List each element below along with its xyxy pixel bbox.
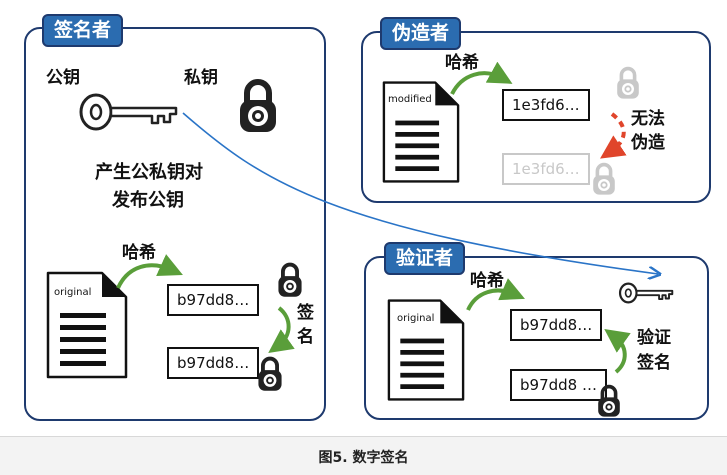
sign-label-2: 名: [297, 327, 314, 347]
forger-hash-label: 哈希: [445, 53, 479, 73]
figure-caption: 图5. 数字签名: [318, 450, 409, 466]
verify-line-2: 签名: [637, 353, 671, 373]
signer-hash-box: b97dd8…: [167, 284, 260, 316]
verify-line-1: 验证: [637, 328, 671, 348]
signer-doc-label: original: [54, 287, 92, 298]
forger-tag: 伪造者: [380, 17, 462, 50]
cannot-forge-line-1: 无法: [631, 109, 665, 129]
padlock-icon: [240, 79, 276, 132]
padlock-icon: [258, 356, 282, 391]
forger-doc-label: modified: [388, 94, 432, 105]
cannot-forge-line-2: 伪造: [631, 133, 665, 153]
padlock-icon: [278, 262, 302, 297]
verifier-doc-label: original: [397, 313, 435, 324]
keygen-line-1: 产生公私钥对: [95, 162, 203, 183]
signer-tag: 签名者: [42, 14, 124, 47]
sign-label-1: 签: [297, 303, 314, 323]
caption-bar: 图5. 数字签名: [0, 436, 727, 475]
signer-signed-hash-box: b97dd8…: [167, 347, 260, 379]
public-key-label: 公钥: [46, 68, 80, 88]
padlock-icon: [593, 162, 615, 195]
forger-faded-hash-box: 1e3fd6…: [502, 153, 590, 185]
public-key-distribution-arrow: [182, 112, 658, 274]
verifier-tag: 验证者: [384, 242, 466, 275]
verifier-hash-box: b97dd8…: [510, 309, 603, 341]
verifier-hash-arrow: [466, 278, 525, 311]
document-icon: [387, 299, 465, 401]
diagram-canvas: 签名者 公钥 私钥 产生公私钥对 发布公钥 哈希 original b97dd8…: [24, 14, 727, 421]
padlock-icon: [617, 66, 639, 99]
keygen-line-2: 发布公钥: [112, 190, 184, 211]
document-icon: [382, 81, 460, 183]
arrows-overlay: [116, 61, 727, 374]
forger-hash-arrow: [450, 61, 513, 95]
forger-cannot-arrow: [600, 112, 627, 159]
verifier-signed-hash-box: b97dd8 …: [510, 369, 607, 401]
padlock-icon: [598, 384, 620, 417]
key-icon: [618, 282, 674, 304]
key-icon: [79, 93, 178, 131]
signer-sign-arrow: [268, 306, 295, 353]
verifier-hash-label: 哈希: [470, 271, 504, 291]
forger-hash-box: 1e3fd6…: [502, 89, 590, 121]
signer-hash-label: 哈希: [122, 243, 156, 263]
verifier-verify-arrow: [604, 329, 631, 374]
private-key-label: 私钥: [184, 68, 218, 88]
document-icon: [46, 271, 128, 379]
signer-hash-arrow: [116, 254, 183, 289]
